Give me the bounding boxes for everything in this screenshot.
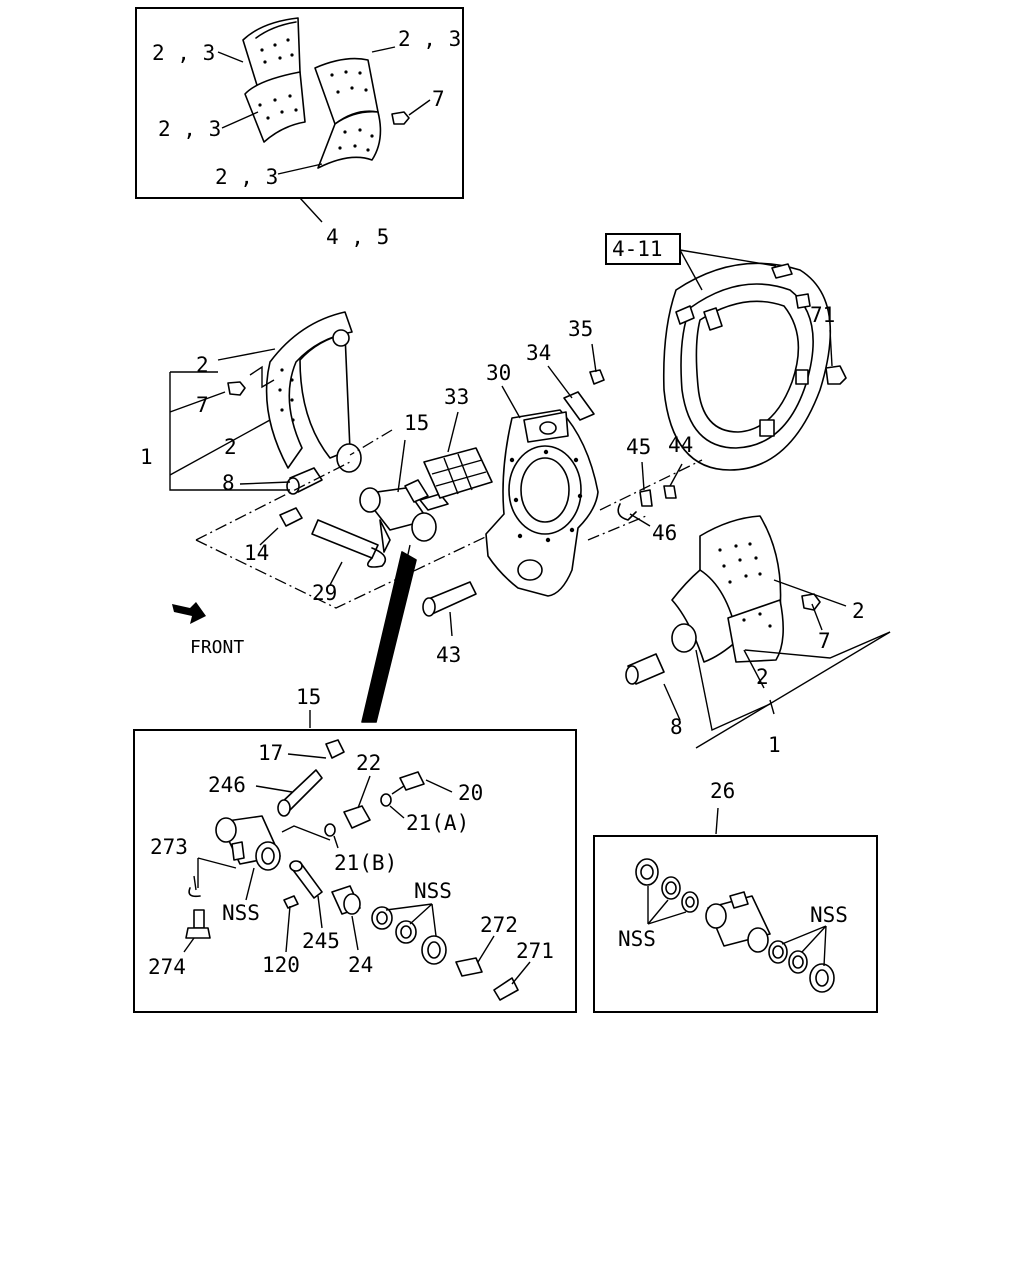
label-271: 271 [516,939,554,963]
label-2-b: 2 [224,435,237,459]
label-33: 33 [444,385,469,409]
label-43: 43 [436,643,461,667]
label-272: 272 [480,913,518,937]
label-35: 35 [568,317,593,341]
label-46: 46 [652,521,677,545]
label-nss-3: NSS [618,927,656,951]
backing-plate-30 [485,385,599,597]
small-parts-43-46 [422,459,703,637]
lining-kit-inset [135,7,464,223]
label-44: 44 [668,433,693,457]
label-nss-1: NSS [222,901,260,925]
part-labels: 2 , 3 2 , 3 2 , 3 2 , 3 7 4 , 5 4-11 71 … [140,27,865,979]
label-45: 45 [626,435,651,459]
label-71: 71 [810,303,835,327]
label-4-11: 4-11 [612,237,663,261]
label-nss-2: NSS [414,879,452,903]
label-24: 24 [348,953,373,977]
bracket-34 [547,343,605,421]
label-8-b: 8 [670,715,683,739]
label-2-3-b: 2 , 3 [398,27,461,51]
left-brake-shoe [169,311,501,609]
wheel-cylinder-15 [359,439,449,723]
label-17: 17 [258,741,283,765]
label-245: 245 [302,929,340,953]
label-30: 30 [486,361,511,385]
label-7-c: 7 [818,629,831,653]
label-22: 22 [356,751,381,775]
label-7-b: 7 [196,393,209,417]
label-14: 14 [244,541,269,565]
label-21-a: 21(A) [406,811,469,835]
label-2-c: 2 [852,599,865,623]
label-21-b: 21(B) [334,851,397,875]
right-brake-shoe [625,515,891,749]
dust-cover-4-11 [605,233,847,471]
label-1-a: 1 [140,445,153,469]
label-2-3-d: 2 , 3 [215,165,278,189]
label-15-b: 15 [296,685,321,709]
repair-kit-inset [593,807,878,1013]
label-8-a: 8 [222,471,235,495]
label-26: 26 [710,779,735,803]
label-29: 29 [312,581,337,605]
anchor-plate-33 [423,411,493,499]
label-274: 274 [148,955,186,979]
label-front: FRONT [190,637,244,658]
label-nss-4: NSS [810,903,848,927]
label-120: 120 [262,953,300,977]
wheel-cylinder-inset [133,710,577,1013]
label-2-3-a: 2 , 3 [152,41,215,65]
label-273: 273 [150,835,188,859]
label-7-a: 7 [432,87,445,111]
label-2-a: 2 [196,353,209,377]
label-34: 34 [526,341,551,365]
label-15-a: 15 [404,411,429,435]
front-arrow-icon [172,602,206,624]
label-246: 246 [208,773,246,797]
label-2-d: 2 [756,665,769,689]
label-2-3-c: 2 , 3 [158,117,221,141]
label-1-b: 1 [768,733,781,757]
label-20: 20 [458,781,483,805]
label-4-5: 4 , 5 [326,225,389,249]
